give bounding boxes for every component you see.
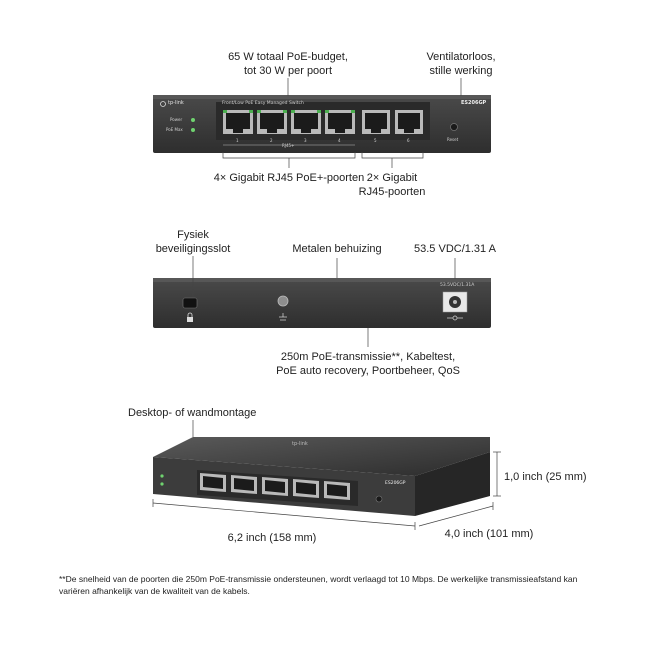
poe-max-led-icon-3d <box>160 482 164 486</box>
poe-max-led-icon <box>191 128 195 132</box>
dc-polarity-icon <box>447 315 463 321</box>
callout-gigabit-ports: 2× Gigabit RJ45-poorten <box>358 172 426 198</box>
footnote: **De snelheid van de poorten die 250m Po… <box>59 574 578 596</box>
dimension-lines <box>152 420 501 530</box>
port-number-3: 3 <box>304 138 307 143</box>
port-number-4: 4 <box>338 138 341 143</box>
perspective-switch <box>153 437 490 516</box>
front-subtitle: Front/Low PoE Easy Managed Switch <box>222 101 304 106</box>
rj45-port-6 <box>395 110 423 134</box>
dimension-height: 1,0 inch (25 mm) <box>504 471 587 483</box>
callout-metal-housing: Metalen behuizing <box>292 243 382 255</box>
port-number-5: 5 <box>374 138 377 143</box>
front-led-power-label: Power <box>170 117 183 122</box>
front-view-switch <box>153 95 491 153</box>
front-reset-label: Reset <box>447 137 459 142</box>
power-led-icon-3d <box>160 474 164 478</box>
front-led-poe-label: PoE Max <box>166 127 183 132</box>
dimension-width: 6,2 inch (158 mm) <box>227 532 317 544</box>
rj45-port-1 <box>223 110 253 134</box>
perspective-brand: tp-link <box>292 441 308 447</box>
port-number-1: 1 <box>236 138 239 143</box>
lock-icon <box>187 312 193 322</box>
reset-button-icon <box>450 123 458 131</box>
front-brand: tp-link <box>168 100 184 106</box>
callout-features: 250m PoE-transmissie**, Kabeltest, PoE a… <box>276 351 460 377</box>
front-callout-lines <box>222 78 462 168</box>
reset-button-icon-3d <box>375 495 383 503</box>
perspective-model: ES206GP <box>385 481 406 486</box>
rj45-port-3 <box>291 110 321 134</box>
rj45-port-5 <box>362 110 390 134</box>
front-model: ES206GP <box>461 100 487 106</box>
rear-view-switch <box>153 278 491 328</box>
rear-power-rating: 53.5VDC/1.31A <box>440 283 475 288</box>
callout-security-lock: Fysiek beveiligingsslot <box>155 229 231 255</box>
dimension-depth: 4,0 inch (101 mm) <box>444 528 534 540</box>
ground-screw-icon <box>277 295 289 307</box>
port-number-2: 2 <box>270 138 273 143</box>
rj45-port-2 <box>257 110 287 134</box>
port-number-6: 6 <box>407 138 410 143</box>
callout-power-input: 53.5 VDC/1.31 A <box>414 243 496 255</box>
callout-fanless: Ventilatorloos, stille werking <box>426 51 496 77</box>
callout-mounting: Desktop- of wandmontage <box>128 407 257 419</box>
callout-poe-ports: 4× Gigabit RJ45 PoE+-poorten <box>213 172 365 184</box>
rear-callout-lines <box>192 256 456 347</box>
security-slot-icon <box>182 297 198 309</box>
callout-poe-budget: 65 W totaal PoE-budget, tot 30 W per poo… <box>228 51 348 77</box>
tp-link-logo-icon <box>160 101 166 107</box>
port-group-label: RJ45+ <box>282 143 295 148</box>
ground-symbol-icon <box>279 313 287 321</box>
rj45-port-4 <box>325 110 355 134</box>
power-led-icon <box>191 118 195 122</box>
